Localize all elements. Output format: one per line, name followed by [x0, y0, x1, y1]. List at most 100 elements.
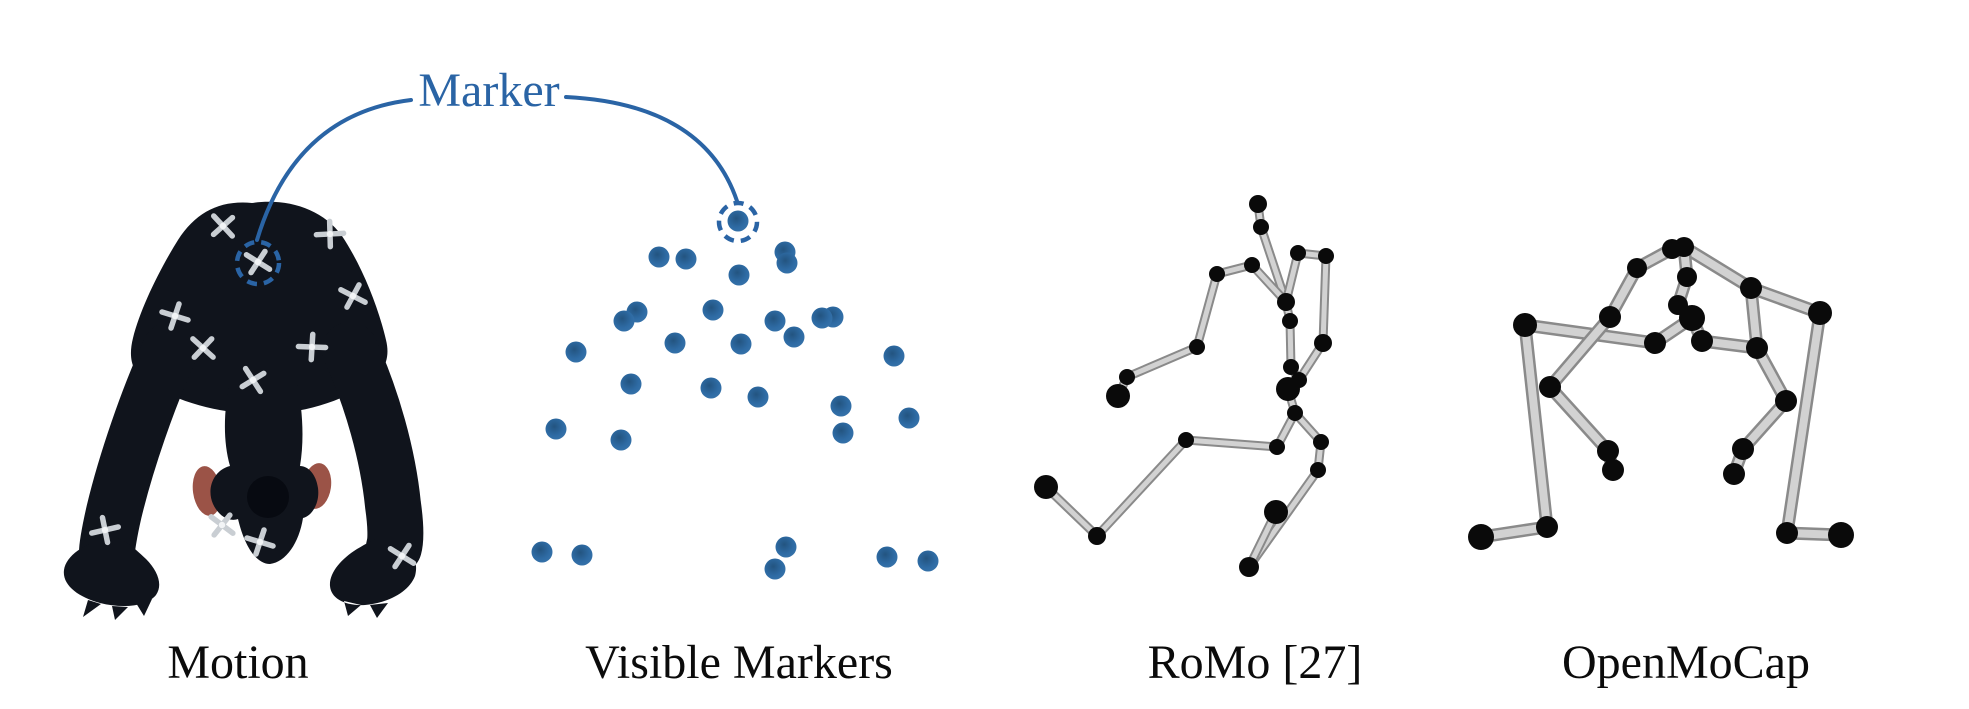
skeleton-joint [1287, 405, 1303, 421]
skeleton-bone-core [1546, 383, 1612, 455]
skeleton-bone-core [1747, 284, 1824, 317]
marker-dot [728, 264, 750, 286]
skeleton-joint [1318, 248, 1334, 264]
marker-dot [776, 252, 798, 274]
skeleton-joint [1178, 432, 1194, 448]
marker-dot [648, 246, 670, 268]
skeleton-joint [1677, 267, 1697, 287]
suit-marker-x-icon [239, 365, 267, 395]
suit-marker-center [218, 521, 226, 529]
skeleton-joint [1828, 522, 1854, 548]
skeleton-joint [1746, 337, 1768, 359]
marker-dot [883, 345, 905, 367]
suit-marker-x-icon [210, 213, 236, 239]
skeleton-bone-core [1194, 271, 1220, 350]
skeleton-joint [1691, 330, 1713, 352]
motion-photo [63, 201, 424, 620]
suit-marker-center [308, 343, 316, 351]
skeleton-joint [1209, 266, 1225, 282]
callout-dashed-circle [234, 239, 282, 287]
skeleton-joint [1723, 463, 1745, 485]
skeleton-joint [1239, 557, 1259, 577]
suit-marker-x-icon [338, 282, 368, 310]
person-head-detail [247, 476, 289, 518]
skeleton-joint [1602, 459, 1624, 481]
skeleton-joint [1808, 301, 1832, 325]
marker-dot [545, 418, 567, 440]
skeleton-joint [1276, 377, 1300, 401]
marker-dot [917, 550, 939, 572]
marker-dot [811, 307, 833, 329]
suit-marker-x-icon [387, 542, 417, 570]
skeleton-joint [1249, 195, 1267, 213]
skeleton-joint [1513, 313, 1537, 337]
skeleton-joint [1310, 462, 1326, 478]
skeleton-joint [1282, 313, 1298, 329]
skeleton-joint [1290, 245, 1306, 261]
caption-openmocap: OpenMoCap [1562, 636, 1810, 689]
person-right-arm [322, 322, 424, 575]
marker-dot [675, 248, 697, 270]
marker-dot [783, 326, 805, 348]
romo-skeleton [1034, 195, 1334, 577]
suit-marker-x-icon [159, 301, 191, 331]
skeleton-bone-core [1124, 344, 1200, 380]
callout-curve [564, 95, 739, 203]
skeleton-bone-core [1183, 437, 1280, 450]
suit-marker-center [326, 230, 334, 238]
marker-dot [727, 210, 749, 232]
marker-callout-label: Marker [418, 64, 560, 117]
suit-marker-center [398, 552, 406, 560]
marker-dot [747, 386, 769, 408]
suit-marker-x-icon [243, 248, 273, 276]
skeleton-bone-core [1320, 253, 1329, 346]
suit-marker-center [349, 292, 357, 300]
visible-markers-panel [531, 210, 939, 580]
skeleton-bone-core [1521, 321, 1551, 531]
suit-marker-x-icon [208, 512, 236, 538]
marker-dot [898, 407, 920, 429]
suit-marker-x-icon [313, 218, 347, 250]
skeleton-joint [1732, 438, 1754, 460]
skeleton-bone-core [1258, 224, 1289, 305]
marker-dot [571, 544, 593, 566]
marker-dot [620, 373, 642, 395]
callout-curve [255, 98, 413, 242]
skeleton-joint [1314, 334, 1332, 352]
suit-retroreflective-markers [88, 213, 417, 570]
suit-marker-center [101, 526, 109, 534]
skeleton-joint [1106, 384, 1130, 408]
skeleton-joint [1189, 339, 1205, 355]
skeleton-joint [1539, 376, 1561, 398]
suit-marker-center [171, 312, 179, 320]
openmocap-skeleton [1468, 237, 1854, 550]
skeleton-joint [1679, 305, 1705, 331]
skeleton-joint [1627, 258, 1647, 278]
skeleton-bone-core [1546, 313, 1614, 391]
marker-dot [730, 333, 752, 355]
suit-marker-center [254, 258, 262, 266]
marker-dot [702, 299, 724, 321]
person-head [210, 372, 319, 564]
callout-dashed-circle [716, 200, 760, 244]
skeleton-bone-core [1094, 437, 1189, 539]
marker-dot [664, 332, 686, 354]
suit-marker-x-icon [244, 527, 276, 557]
skeleton-bone-core [1783, 309, 1824, 537]
skeleton-joint [1674, 237, 1694, 257]
marker-dot [531, 541, 553, 563]
skeleton-joint [1283, 359, 1299, 375]
suit-marker-x-icon [190, 336, 216, 360]
skeleton-joint [1776, 522, 1798, 544]
skeleton-joint [1597, 440, 1619, 462]
marker-dot [832, 422, 854, 444]
skeleton-joint [1313, 434, 1329, 450]
suit-marker-center [199, 344, 207, 352]
marker-dot [830, 395, 852, 417]
skeleton-bone-core [1680, 243, 1755, 292]
skeleton-joint [1119, 369, 1135, 385]
caption-motion: Motion [167, 636, 309, 689]
marker-dot [610, 429, 632, 451]
